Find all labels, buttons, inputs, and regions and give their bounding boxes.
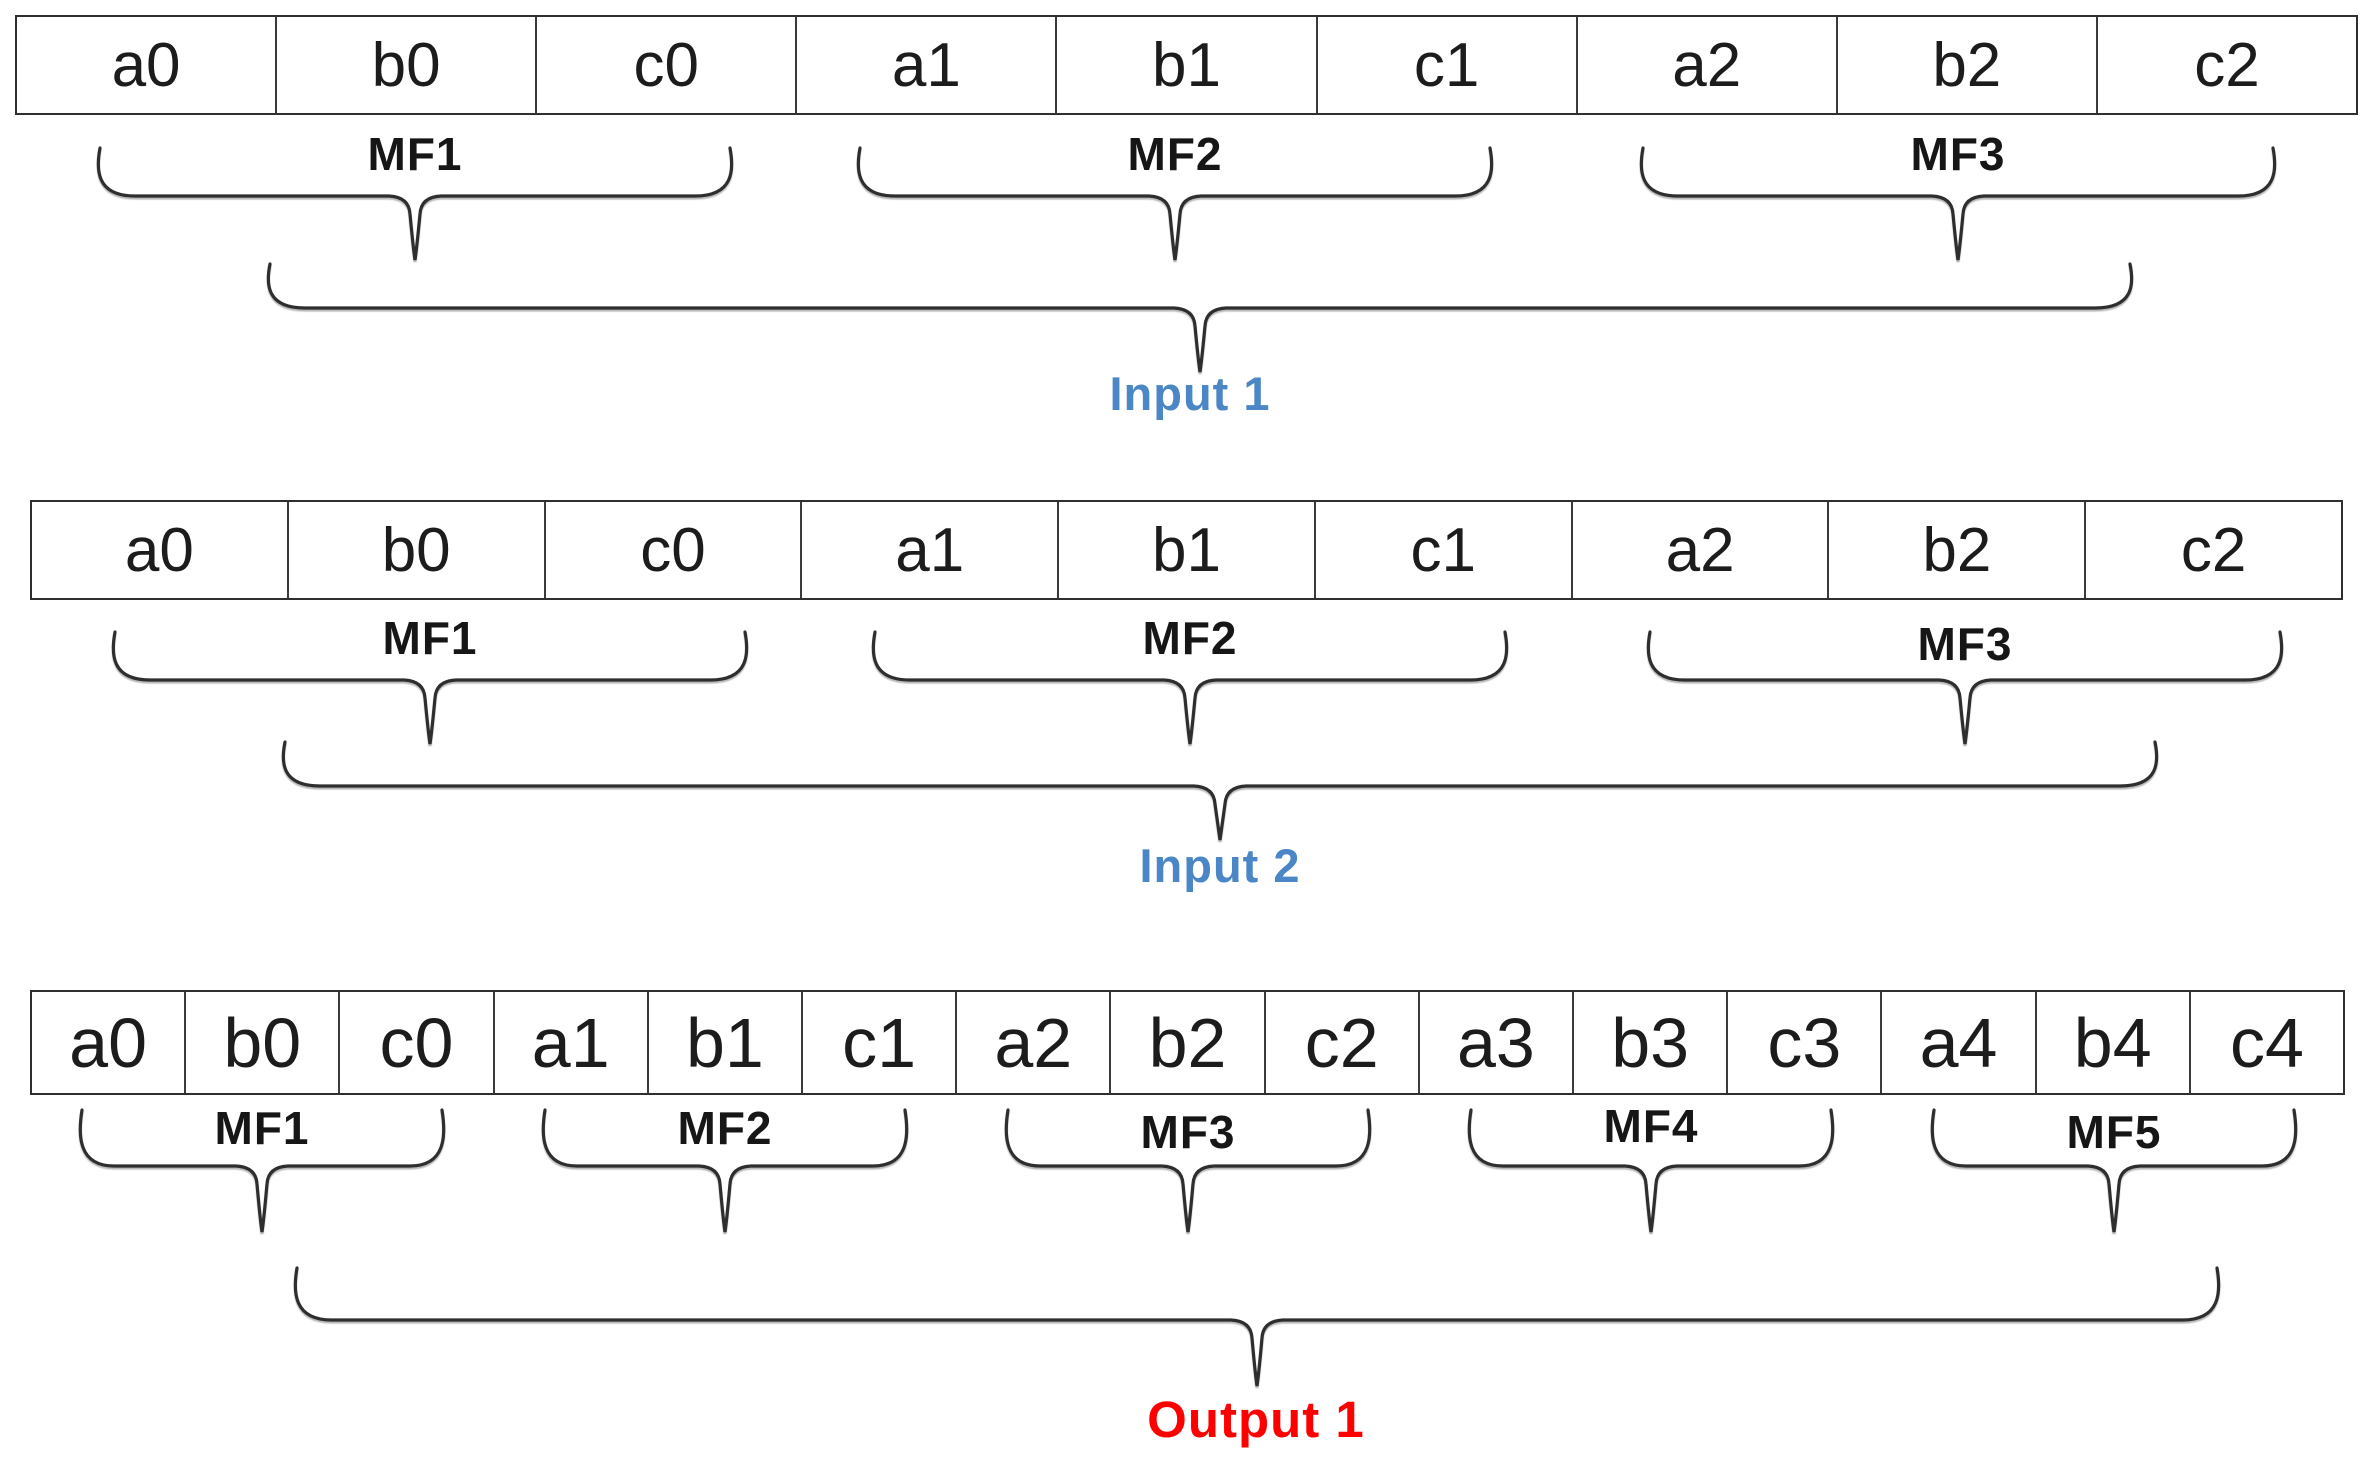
table-cell: c2 [1263, 992, 1418, 1093]
output1-mf1-label: MF1 [214, 1102, 310, 1154]
table-cell: c2 [2084, 502, 2341, 598]
input2-big-brace [281, 740, 2159, 841]
output1-array: a0 b0 c0 a1 b1 c1 a2 b2 c2 a3 b3 c3 a4 b… [30, 990, 2345, 1095]
input1-mf2-label: MF2 [1127, 128, 1223, 180]
input2-mf3-label: MF3 [1917, 618, 2013, 670]
input2-label: Input 2 [1139, 839, 1301, 892]
table-cell: a4 [1880, 992, 2034, 1093]
table-cell: b0 [275, 17, 535, 113]
input2-mf1-brace [111, 630, 749, 745]
output1-mf3-label: MF3 [1140, 1106, 1236, 1158]
table-cell: a0 [124, 515, 194, 585]
input2-mf2-brace [871, 630, 1509, 745]
input2-mf3-brace [1646, 630, 2284, 745]
input1-mf3-brace [1639, 146, 2277, 261]
table-cell: b3 [1572, 992, 1726, 1093]
input1-mf3-label: MF3 [1910, 128, 2006, 180]
table-cell: a0 [111, 30, 181, 100]
output1-mf1-brace [78, 1108, 446, 1233]
table-cell: a1 [492, 992, 647, 1093]
output1-mf3-brace [1004, 1108, 1372, 1233]
input2-array: a0 b0 c0 a1 b1 c1 a2 b2 c2 [30, 500, 2343, 600]
input1-label: Input 1 [1109, 367, 1271, 420]
input1-mf2-brace [856, 146, 1494, 261]
input2-mf2-label: MF2 [1142, 612, 1238, 664]
table-cell: b0 [184, 992, 338, 1093]
table-cell: a2 [1570, 502, 1828, 598]
output1-mf2-brace [541, 1108, 909, 1233]
table-cell: b1 [646, 992, 801, 1093]
input1-big-brace [266, 262, 2134, 373]
output1-mf2-label: MF2 [677, 1102, 773, 1154]
table-cell: c1 [1313, 502, 1571, 598]
table-cell: a1 [795, 17, 1055, 113]
table-cell: a0 [69, 1003, 148, 1082]
output1-mf4-brace [1467, 1108, 1835, 1233]
table-cell: b2 [1827, 502, 2084, 598]
output1-mf5-label: MF5 [2066, 1106, 2162, 1158]
table-cell: a2 [955, 992, 1109, 1093]
table-cell: c2 [2095, 17, 2356, 113]
table-cell: c1 [1315, 17, 1576, 113]
table-cell: c0 [338, 992, 492, 1093]
output1-label: Output 1 [1147, 1391, 1365, 1448]
table-cell: c0 [543, 502, 801, 598]
output1-mf5-brace [1930, 1108, 2298, 1233]
input1-array: a0 b0 c0 a1 b1 c1 a2 b2 c2 [15, 15, 2358, 115]
table-cell: b4 [2034, 992, 2189, 1093]
table-cell: b1 [1057, 502, 1314, 598]
input2-mf1-label: MF1 [382, 612, 478, 664]
table-cell: b0 [286, 502, 544, 598]
output1-mf4-label: MF4 [1603, 1100, 1699, 1152]
input1-mf1-brace [96, 146, 734, 261]
table-cell: c4 [2188, 992, 2343, 1093]
table-cell: c3 [1726, 992, 1880, 1093]
output1-big-brace [293, 1266, 2221, 1387]
table-cell: b1 [1055, 17, 1315, 113]
table-cell: a2 [1575, 17, 1836, 113]
input1-mf1-label: MF1 [367, 128, 463, 180]
table-cell: b2 [1109, 992, 1263, 1093]
table-cell: c1 [801, 992, 955, 1093]
table-cell: a3 [1417, 992, 1572, 1093]
table-cell: c0 [535, 17, 795, 113]
table-cell: b2 [1835, 17, 2096, 113]
table-cell: a1 [800, 502, 1057, 598]
